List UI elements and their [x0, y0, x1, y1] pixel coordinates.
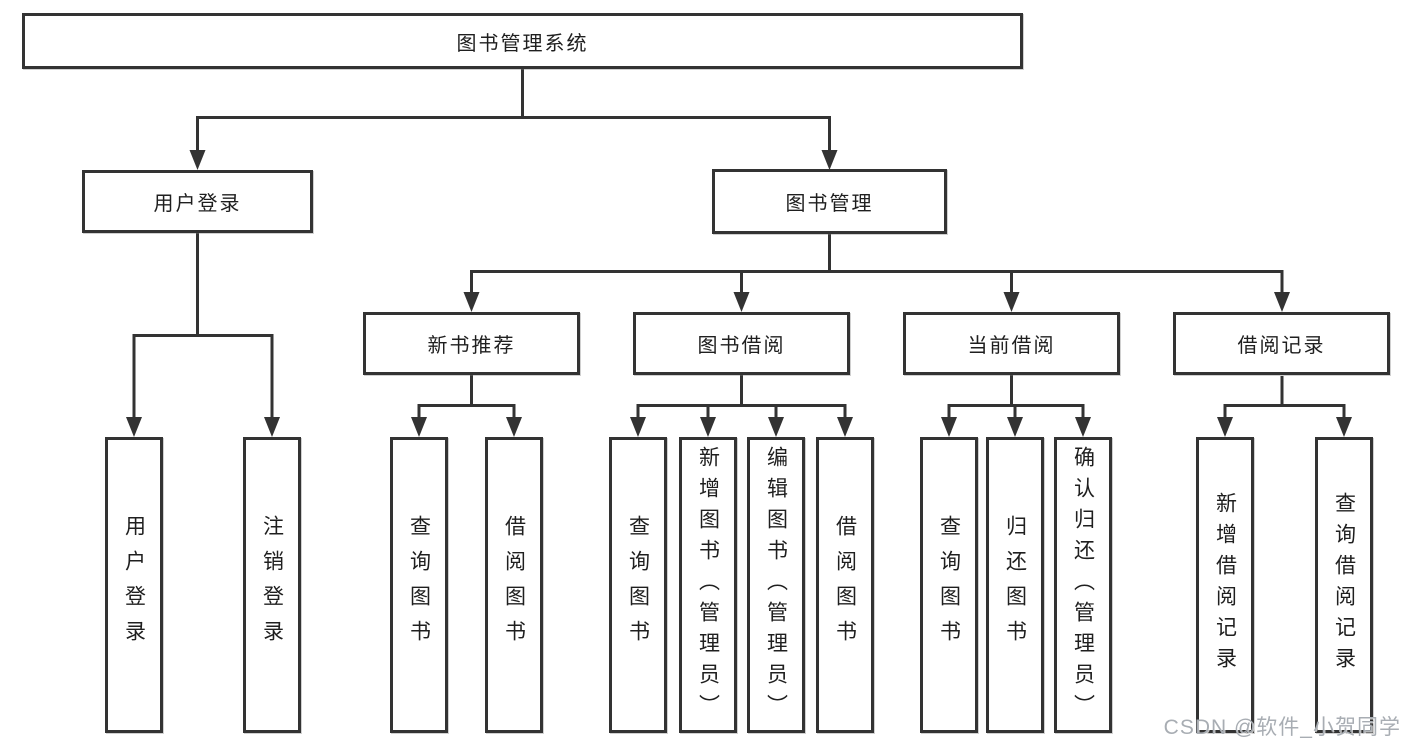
arrowhead: [463, 292, 480, 312]
node-leaf-add-book-admin: 新增图书（管理员）: [679, 437, 737, 733]
arrowhead: [941, 417, 957, 437]
node-leaf-edit-book-admin: 编辑图书（管理员）: [747, 437, 805, 733]
node-label: 借阅记录: [1237, 335, 1326, 357]
node-leaf-confirm-return-admin: 确认归还（管理员）: [1054, 437, 1112, 733]
connector-borrowrecord-to-leaves: [1223, 376, 1346, 420]
connector-root-to-level2: [196, 68, 831, 152]
node-label: 用户登录: [153, 193, 242, 215]
arrowhead: [837, 417, 853, 437]
node-label: 查询图书: [937, 515, 961, 655]
node-book-borrow: 图书借阅: [633, 312, 850, 375]
node-label: 图书管理系统: [456, 32, 589, 55]
csdn-watermark: CSDN @软件_小贺同学: [1163, 716, 1401, 739]
node-leaf-query-borrow-record: 查询借阅记录: [1315, 437, 1373, 733]
node-label: 借阅图书: [833, 515, 857, 655]
arrowhead: [821, 150, 838, 170]
arrowhead: [126, 417, 142, 437]
node-label: 归还图书: [1003, 515, 1027, 655]
arrowhead: [733, 292, 750, 312]
node-book-management: 图书管理: [712, 169, 947, 234]
node-label: 借阅图书: [502, 515, 526, 655]
arrowhead: [768, 417, 784, 437]
node-leaf-borrow-books: 借阅图书: [816, 437, 874, 733]
node-label: 新增借阅记录: [1213, 492, 1237, 678]
node-leaf-logout-login: 注销登录: [243, 437, 301, 733]
node-current-borrow: 当前借阅: [903, 312, 1120, 375]
node-label: 图书管理: [785, 193, 874, 215]
node-label: 新增图书（管理员）: [696, 445, 720, 725]
node-label: 查询借阅记录: [1332, 492, 1356, 678]
node-leaf-query-books-current: 查询图书: [920, 437, 978, 733]
node-root: 图书管理系统: [22, 13, 1023, 69]
connector-bookborrow-to-leaves: [636, 375, 847, 420]
arrowhead: [700, 417, 716, 437]
arrowhead: [1003, 292, 1020, 312]
arrowhead: [411, 417, 427, 437]
arrowhead: [1274, 292, 1290, 312]
connector-newbook-to-leaves: [417, 375, 516, 420]
node-leaf-query-books-recommend: 查询图书: [390, 437, 448, 733]
node-label: 图书借阅: [697, 335, 786, 357]
arrowhead: [630, 417, 646, 437]
node-leaf-add-borrow-record: 新增借阅记录: [1196, 437, 1254, 733]
node-label: 注销登录: [260, 515, 284, 655]
node-label: 查询图书: [407, 515, 431, 655]
node-label: 查询图书: [626, 515, 650, 655]
arrowhead: [1336, 417, 1352, 437]
node-label: 用户登录: [122, 515, 146, 655]
node-new-book-recommend: 新书推荐: [363, 312, 580, 375]
node-user-login: 用户登录: [82, 170, 313, 233]
arrowheads: [126, 150, 1352, 437]
node-label: 新书推荐: [427, 335, 516, 357]
connector-bookmgmt-to-level3: [470, 234, 1284, 295]
connector-userlogin-to-leaves: [132, 233, 274, 419]
arrowhead: [264, 417, 280, 437]
node-label: 确认归还（管理员）: [1071, 445, 1095, 725]
node-label: 编辑图书（管理员）: [764, 445, 788, 725]
arrowhead: [189, 150, 206, 170]
arrowhead: [1007, 417, 1023, 437]
arrowhead: [1217, 417, 1233, 437]
node-borrow-records: 借阅记录: [1173, 312, 1390, 375]
connector-currentborrow-to-leaves: [947, 375, 1085, 420]
node-leaf-borrow-books-recommend: 借阅图书: [485, 437, 543, 733]
node-label: 当前借阅: [967, 335, 1056, 357]
arrowhead: [506, 417, 522, 437]
arrowhead: [1075, 417, 1091, 437]
node-leaf-query-books-borrow: 查询图书: [609, 437, 667, 733]
node-leaf-return-book: 归还图书: [986, 437, 1044, 733]
node-leaf-user-login: 用户登录: [105, 437, 163, 733]
